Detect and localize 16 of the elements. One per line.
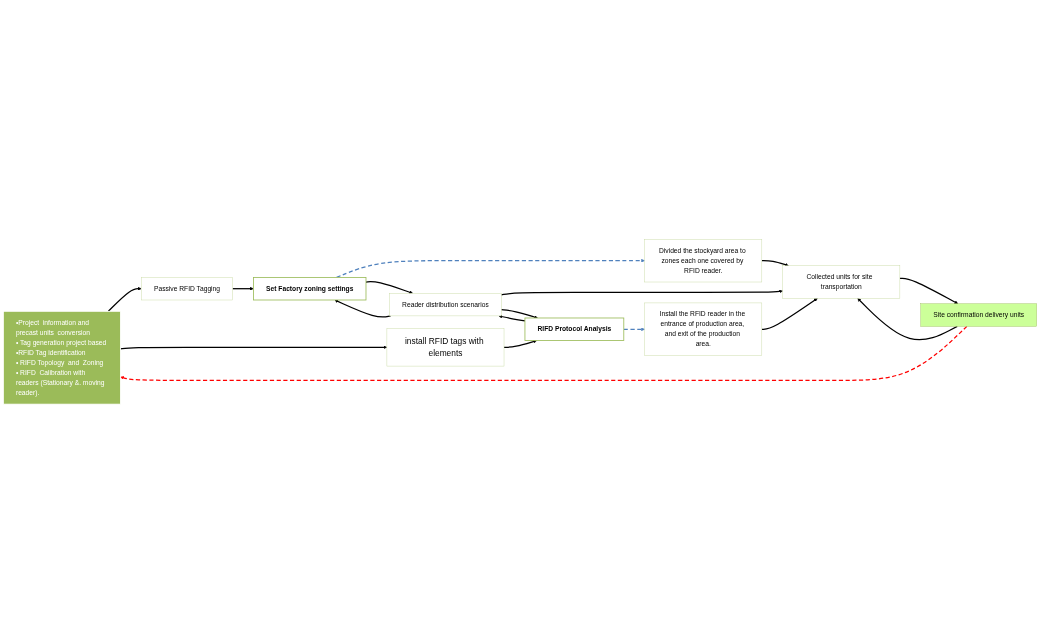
arrow: [498, 314, 526, 322]
node-box: install RFID tags with elements: [386, 328, 505, 367]
arrow: [334, 299, 392, 318]
arrow: [623, 327, 645, 331]
arrow: [761, 297, 818, 330]
arrow: [120, 325, 968, 381]
arrow: [899, 277, 959, 304]
arrow: [500, 289, 783, 296]
arrow: [761, 259, 789, 267]
arrow: [365, 280, 413, 294]
arrow: [119, 345, 388, 350]
arrow: [857, 297, 958, 340]
arrow: [336, 258, 645, 278]
arrow: [231, 286, 254, 291]
arrow: [503, 339, 537, 348]
arrow: [107, 286, 142, 312]
